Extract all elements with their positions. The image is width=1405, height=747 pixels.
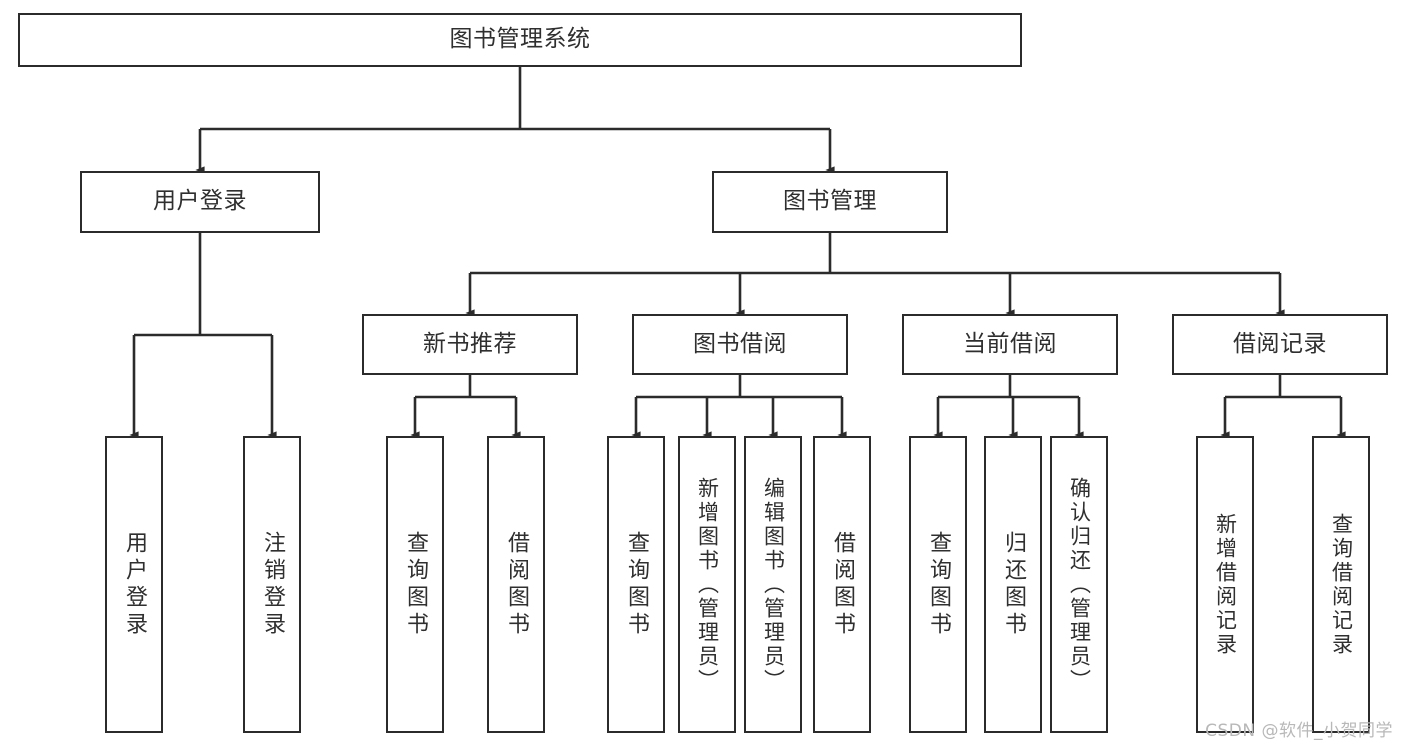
node-label: 归还图书: [1001, 530, 1026, 639]
node-l_confirm[interactable]: 确认归还（管理员）: [1050, 436, 1108, 733]
node-l_login[interactable]: 用户登录: [105, 436, 163, 733]
node-label: 借阅图书: [504, 530, 529, 639]
node-label: 注销登录: [260, 530, 285, 639]
node-label: 编辑图书（管理员）: [761, 476, 786, 693]
node-login[interactable]: 用户登录: [80, 171, 320, 233]
node-label: 查询图书: [403, 530, 428, 639]
node-l_bbook2[interactable]: 借阅图书: [813, 436, 871, 733]
node-label: 新增图书（管理员）: [695, 476, 720, 693]
node-label: 借阅图书: [830, 530, 855, 639]
node-record[interactable]: 借阅记录: [1172, 314, 1388, 375]
node-l_qbook1[interactable]: 查询图书: [386, 436, 444, 733]
node-root[interactable]: 图书管理系统: [18, 13, 1022, 67]
node-l_logout[interactable]: 注销登录: [243, 436, 301, 733]
node-l_bbook1[interactable]: 借阅图书: [487, 436, 545, 733]
watermark: CSDN @软件_小贺同学: [1205, 721, 1393, 741]
node-l_return[interactable]: 归还图书: [984, 436, 1042, 733]
node-bookmgmt[interactable]: 图书管理: [712, 171, 948, 233]
node-current[interactable]: 当前借阅: [902, 314, 1118, 375]
node-label: 用户登录: [153, 188, 247, 215]
node-label: 图书管理: [783, 188, 877, 215]
node-label: 图书借阅: [693, 330, 787, 357]
node-l_addrec[interactable]: 新增借阅记录: [1196, 436, 1254, 733]
node-label: 新书推荐: [423, 330, 517, 357]
node-label: 查询图书: [624, 530, 649, 639]
node-label: 借阅记录: [1233, 330, 1327, 357]
node-l_editbook[interactable]: 编辑图书（管理员）: [744, 436, 802, 733]
node-l_qbook3[interactable]: 查询图书: [909, 436, 967, 733]
node-label: 查询图书: [926, 530, 951, 639]
node-l_qrec[interactable]: 查询借阅记录: [1312, 436, 1370, 733]
node-l_qbook2[interactable]: 查询图书: [607, 436, 665, 733]
node-label: 当前借阅: [963, 330, 1057, 357]
node-newbook[interactable]: 新书推荐: [362, 314, 578, 375]
node-label: 新增借阅记录: [1213, 512, 1238, 657]
node-l_addbook[interactable]: 新增图书（管理员）: [678, 436, 736, 733]
node-label: 查询借阅记录: [1329, 512, 1354, 657]
node-label: 确认归还（管理员）: [1067, 476, 1092, 693]
node-borrow[interactable]: 图书借阅: [632, 314, 848, 375]
node-label: 用户登录: [122, 530, 147, 639]
node-label: 图书管理系统: [449, 26, 591, 53]
